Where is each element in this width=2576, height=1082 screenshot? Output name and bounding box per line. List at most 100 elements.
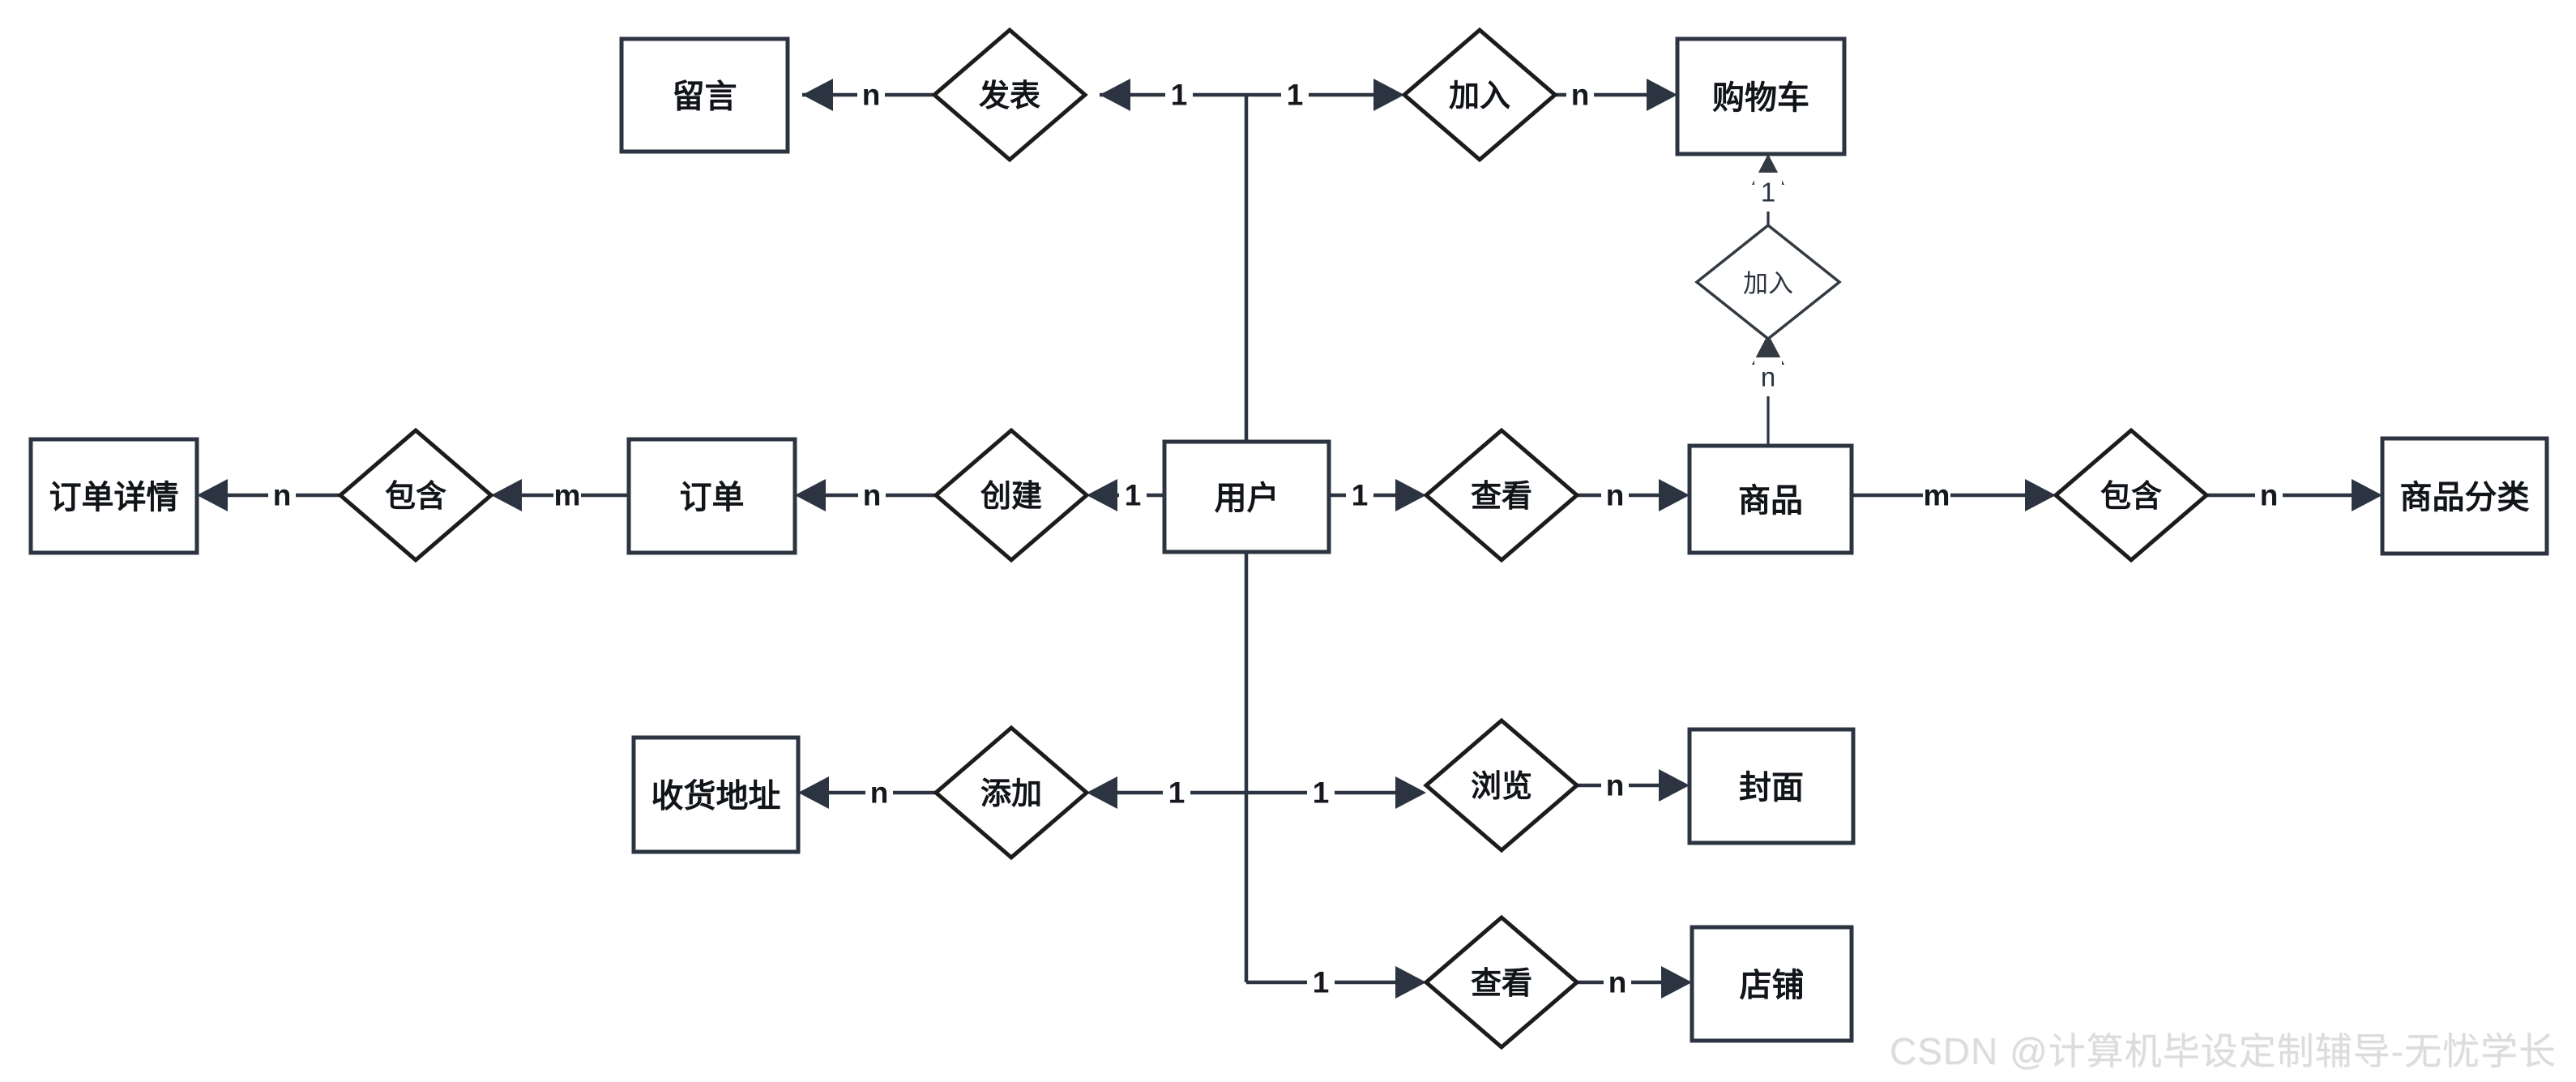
entity-dianpu[interactable]: 店铺 (1690, 925, 1854, 1043)
cardinality-label-shangpin-baohan_r: m (1924, 479, 1950, 512)
entity-label-shangpinfl: 商品分类 (2400, 480, 2530, 515)
cardinality-backdrop-yonghu-tianjia (1163, 773, 1190, 812)
cardinality-backdrop-chuangjian-dingdan (858, 476, 886, 515)
cardinality-backdrop-yonghu-fabiao (1165, 75, 1193, 114)
relationship-tianjia[interactable]: 添加 (933, 725, 1090, 861)
entity-box-gouwuche (1675, 36, 1847, 156)
relationship-baohan_r[interactable]: 包含 (2053, 427, 2210, 563)
cardinality-label-jiaru_v-gouwuche: 1 (1761, 177, 1775, 207)
arrowhead-shangpin-baohan_r (2025, 479, 2056, 511)
relationship-label-fabiao: 发表 (979, 79, 1040, 113)
entity-dingdanxq[interactable]: 订单详情 (28, 437, 199, 555)
relationship-label-tianjia: 添加 (980, 777, 1042, 811)
entity-shangpin[interactable]: 商品 (1687, 443, 1854, 555)
arrowhead-baohan_r-shangpinfl (2352, 479, 2382, 511)
relationship-label-chuangjian: 创建 (980, 480, 1042, 514)
cardinality-label-yonghu-chuangjian: 1 (1125, 479, 1142, 512)
relationship-diamond-chakan_dp (1423, 914, 1580, 1050)
relationship-diamond-baohan_r (2053, 427, 2210, 563)
arrowhead-baohan_l-dingdanxq (197, 479, 228, 511)
entity-label-dingdan: 订单 (680, 480, 745, 515)
entity-label-shangpin: 商品 (1738, 483, 1803, 519)
cardinality-backdrop-yonghu-chakan_sp (1346, 476, 1373, 515)
relationship-label-baohan_r: 包含 (2100, 480, 2162, 514)
arrowhead-chakan_sp-shangpin (1659, 479, 1690, 511)
entity-shangpinfl[interactable]: 商品分类 (2380, 436, 2549, 556)
arrowhead-tianjia-shouhuodizhi (798, 776, 829, 809)
cardinality-label-baohan_r-shangpinfl: n (2260, 479, 2279, 512)
relationship-diamond-chuangjian (933, 427, 1090, 563)
entity-box-dingdanxq (28, 437, 199, 555)
relationship-jiaru_top[interactable]: 加入 (1401, 27, 1558, 163)
relationship-diamond-fabiao (931, 27, 1088, 163)
entity-fengmian[interactable]: 封面 (1687, 727, 1856, 845)
cardinality-backdrop-chakan_sp-shangpin (1601, 476, 1629, 515)
entity-gouwuche[interactable]: 购物车 (1675, 36, 1847, 156)
cardinality-label-fabiao-liuyan: n (862, 79, 881, 112)
cardinality-label-liulan-fengmian: n (1606, 769, 1625, 802)
entity-liuyan[interactable]: 留言 (619, 36, 790, 154)
cardinality-label-yonghu-liulan: 1 (1313, 776, 1330, 810)
relationship-label-chakan_dp: 查看 (1471, 967, 1532, 1001)
cardinality-backdrop-jiaru_top-gouwuche (1566, 75, 1594, 114)
relationship-chakan_sp[interactable]: 查看 (1423, 427, 1580, 563)
entity-yonghu[interactable]: 用户 (1162, 439, 1331, 554)
entity-label-dianpu: 店铺 (1740, 968, 1805, 1003)
cardinality-backdrop-yonghu-jiaru_top (1281, 75, 1309, 114)
cardinality-backdrop-chakan_dp-dianpu (1604, 963, 1631, 1002)
relationship-diamond-jiaru_v (1694, 223, 1842, 341)
relationship-baohan_l[interactable]: 包含 (337, 427, 494, 563)
relationship-label-liulan: 浏览 (1471, 770, 1532, 804)
relationship-label-baohan_l: 包含 (385, 480, 446, 514)
entity-box-dingdan (626, 437, 797, 555)
relationship-fabiao[interactable]: 发表 (931, 27, 1088, 163)
arrowhead-yonghu-tianjia (1087, 776, 1117, 809)
relationship-diamond-chakan_sp (1423, 427, 1580, 563)
cardinality-backdrop-yonghu-liulan (1307, 773, 1335, 812)
arrowhead-liulan-fengmian (1659, 769, 1690, 802)
relationship-chuangjian[interactable]: 创建 (933, 427, 1090, 563)
entity-label-shouhuodizhi: 收货地址 (651, 779, 781, 815)
relationship-label-chakan_sp: 查看 (1471, 480, 1532, 514)
cardinality-backdrop-yonghu-chuangjian (1119, 476, 1147, 515)
cardinality-label-yonghu-fabiao: 1 (1171, 79, 1188, 112)
cardinality-backdrop-shangpin-jiaru_v (1754, 357, 1782, 396)
cardinality-backdrop-fabiao-liuyan (857, 75, 885, 114)
entity-box-fengmian (1687, 727, 1856, 845)
entity-shouhuodizhi[interactable]: 收货地址 (631, 735, 801, 854)
cardinality-backdrop-liulan-fengmian (1601, 766, 1629, 805)
cardinality-label-jiaru_top-gouwuche: n (1571, 79, 1590, 112)
relationship-layer: 发表加入加入包含创建查看包含添加浏览查看 (337, 27, 2210, 1050)
relationship-chakan_dp[interactable]: 查看 (1423, 914, 1580, 1050)
arrowhead-yonghu-chakan_dp (1395, 966, 1426, 999)
entity-box-shouhuodizhi (631, 735, 801, 854)
cardinality-backdrop-baohan_r-shangpinfl (2255, 476, 2283, 515)
arrowhead-dingdan-baohan_l (491, 479, 522, 511)
arrowhead-yonghu-chuangjian (1087, 479, 1117, 511)
entity-box-shangpin (1687, 443, 1854, 555)
entity-box-yonghu (1162, 439, 1331, 554)
relationship-label-jiaru_v: 加入 (1743, 270, 1793, 298)
cardinality-backdrop-dingdan-baohan_l (553, 476, 581, 515)
relationship-diamond-baohan_l (337, 427, 494, 563)
cardinality-backdrop-yonghu-chakan_dp (1307, 963, 1335, 1002)
entity-label-fengmian: 封面 (1739, 770, 1804, 806)
arrowhead-yonghu-liulan (1395, 776, 1426, 809)
arrowhead-jiaru_top-gouwuche (1647, 79, 1677, 111)
entity-label-gouwuche: 购物车 (1712, 80, 1809, 116)
entity-box-dianpu (1690, 925, 1854, 1043)
relationship-liulan[interactable]: 浏览 (1423, 717, 1580, 853)
cardinality-label-yonghu-jiaru_top: 1 (1287, 79, 1304, 112)
arrowhead-shangpin-jiaru_v (1752, 334, 1784, 365)
entity-dingdan[interactable]: 订单 (626, 437, 797, 555)
relationship-label-jiaru_top: 加入 (1449, 79, 1510, 113)
cardinality-backdrop-tianjia-shouhuodizhi (865, 773, 893, 812)
arrowhead-fabiao-liuyan (802, 79, 833, 111)
cardinality-label-yonghu-tianjia: 1 (1168, 776, 1185, 810)
relationship-jiaru_v[interactable]: 加入 (1694, 223, 1842, 341)
entity-box-liuyan (619, 36, 790, 154)
